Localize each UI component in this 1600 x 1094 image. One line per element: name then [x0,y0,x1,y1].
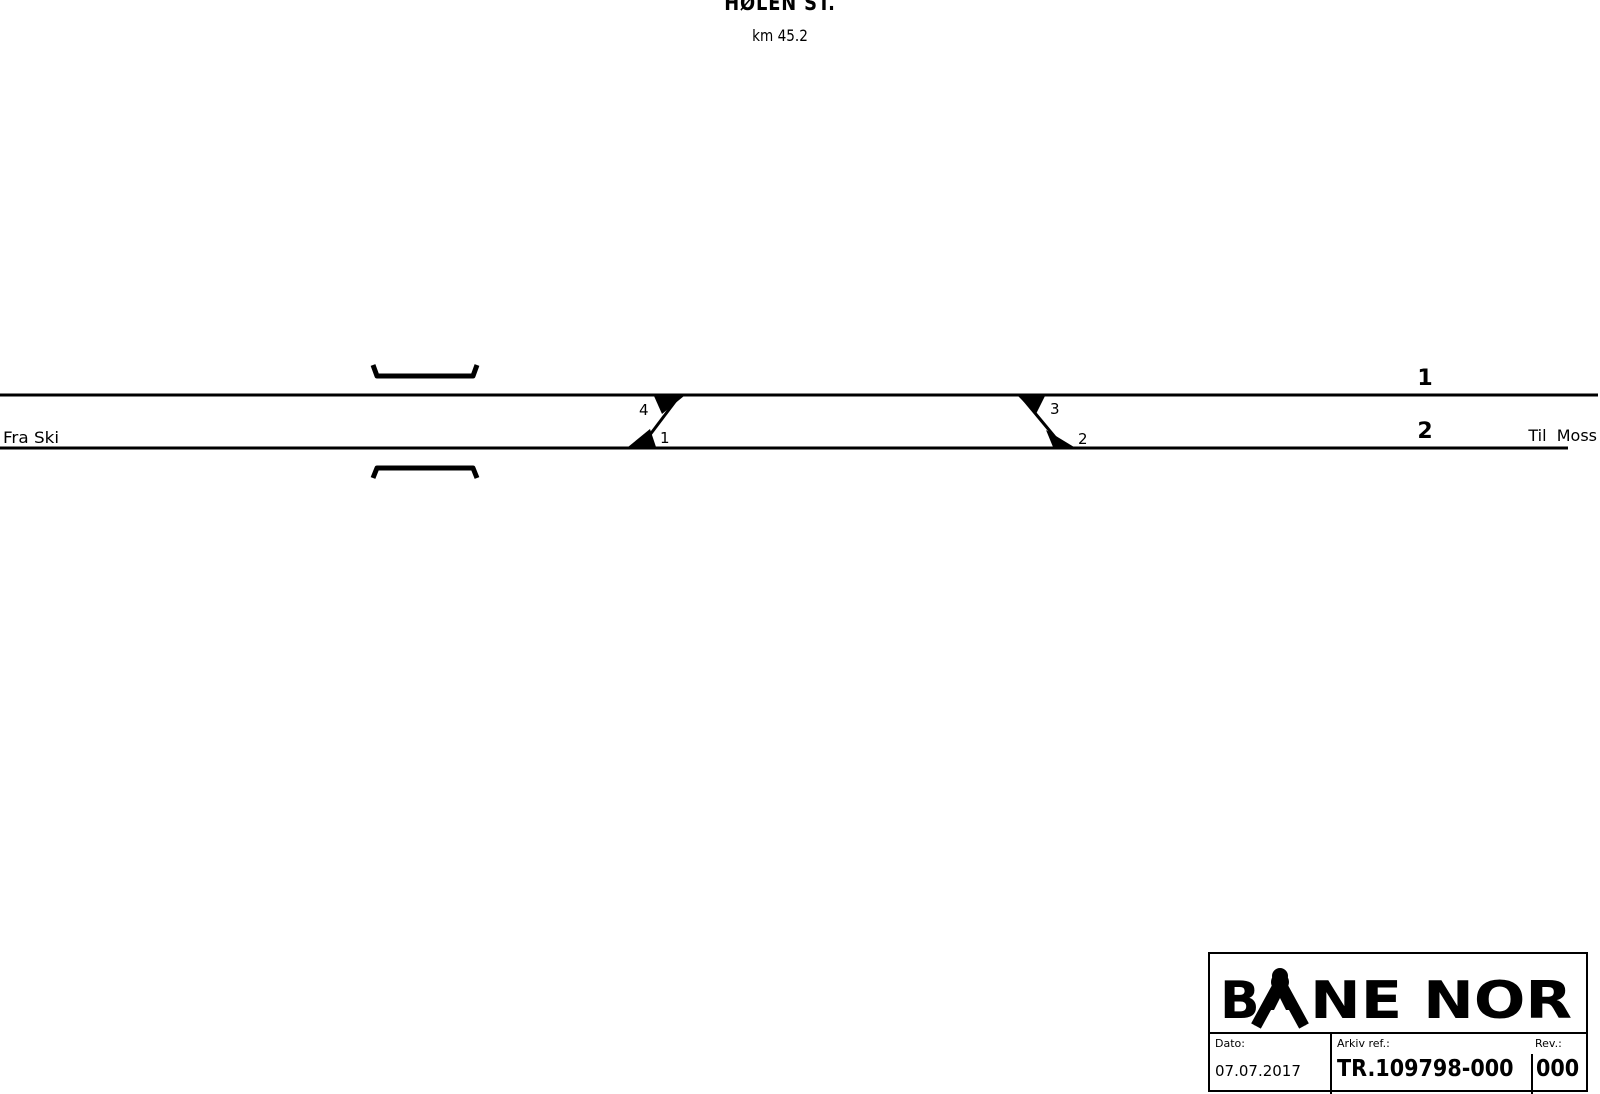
switch-1-label: 1 [660,429,670,447]
title-block: B NE NOR Dato: 07.07.2017 Arkiv ref.: TR… [1208,952,1588,1094]
switch-2-point [1046,430,1074,447]
switch-4-point [654,396,684,414]
switch-3-label: 3 [1050,400,1060,418]
archive-ref-cell: Arkiv ref.: TR.109798-000 [1332,1034,1530,1094]
crossover-right [1018,394,1074,449]
direction-left-label: Fra Ski [3,428,59,447]
track-2-label: 2 [1417,419,1432,444]
date-value: 07.07.2017 [1215,1062,1301,1080]
svg-text:NE NOR: NE NOR [1310,971,1572,1031]
switch-1-point [628,429,656,447]
platform-north [370,364,480,379]
crossover-left [628,394,684,449]
platform-south [370,465,480,479]
revision-value: 000 [1536,1056,1580,1082]
station-name: HØLEN ST. [724,0,836,15]
track-1-label: 1 [1417,366,1432,391]
date-label: Dato: [1215,1037,1245,1050]
revision-cell: Rev.: 000 [1530,1034,1586,1094]
date-cell: Dato: 07.07.2017 [1210,1034,1332,1094]
revision-label: Rev.: [1535,1037,1562,1050]
archive-ref-label: Arkiv ref.: [1337,1037,1390,1050]
switch-2-label: 2 [1078,430,1088,448]
switch-4-label: 4 [639,401,649,419]
rev-divider [1531,1054,1533,1094]
station-km: km 45.2 [752,26,808,45]
switch-3-point [1018,396,1045,414]
bane-nor-logo: B NE NOR [1210,954,1586,1034]
archive-ref-value: TR.109798-000 [1337,1056,1514,1082]
direction-right-label: Til Moss [1527,426,1597,445]
